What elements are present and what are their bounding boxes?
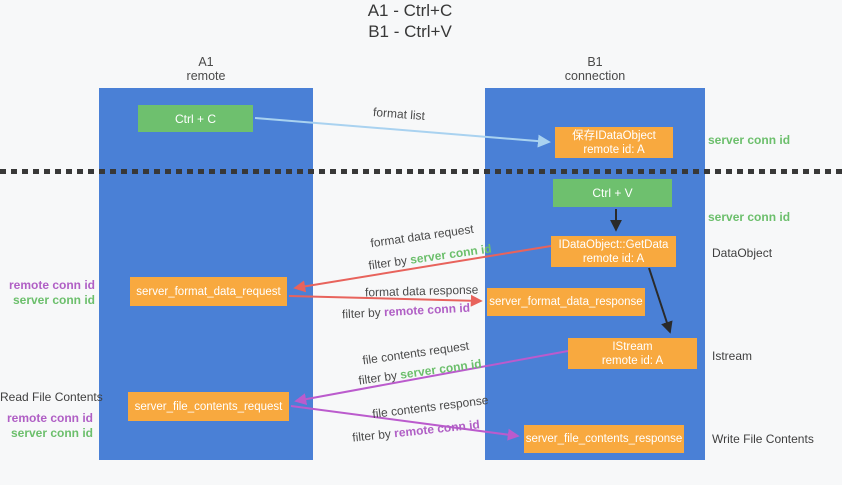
ctrl-v-box: Ctrl + V [553,179,672,207]
file-contents-response-label: file contents response [371,392,490,422]
server-file-contents-response-box: server_file_contents_response [524,425,684,453]
filter-by-text: filter by [357,367,402,388]
filter-by-text: filter by [367,252,412,273]
getdata-line1: IDataObject::GetData [558,238,669,251]
server-conn-id-text: server conn id [409,241,493,267]
server-format-data-request-box: server_format_data_request [130,277,287,306]
file-contents-response-filter-label: filter by remote conn id [352,417,481,444]
ctrl-c-box: Ctrl + C [138,105,253,132]
lifeline-b1-subtitle: connection [564,69,626,83]
dotted-divider-line [0,169,842,174]
save-idataobject-line2: remote id: A [583,143,645,156]
lifeline-header-a1: A1 remote [106,55,306,83]
getdata-line2: remote id: A [582,252,645,265]
istream-line1: IStream [612,340,653,353]
lifeline-a1-subtitle: remote [186,69,226,83]
server-format-data-response-box: server_format_data_response [487,288,645,316]
format-data-response-label: format data response [364,282,479,300]
lifeline-header-b1: B1 connection [495,55,695,83]
title-line-1: A1 - Ctrl+C [367,1,453,20]
title-line-2: B1 - Ctrl+V [368,22,452,41]
filter-by-text: filter by [351,426,395,445]
format-data-response-filter-label: filter by remote conn id [342,301,471,322]
istream-box: IStream remote id: A [568,338,697,369]
dataobject-annotation: DataObject [712,246,773,260]
remote-conn-id-text: remote conn id [393,417,481,441]
read-file-contents-annotation: Read File Contents [0,390,103,404]
remote-conn-id-annotation-left-top: remote conn id [8,278,95,292]
server-conn-id-annotation-left-bottom: server conn id [10,426,93,440]
lifeline-b1-name: B1 [587,55,603,69]
diagram-title: A1 - Ctrl+C B1 - Ctrl+V [0,0,820,42]
istream-annotation: Istream [712,349,753,363]
lifeline-a1-name: A1 [198,55,214,69]
write-file-contents-annotation: Write File Contents [712,432,814,446]
save-idataobject-line1: 保存IDataObject [572,129,656,142]
istream-line2: remote id: A [601,354,664,367]
format-list-label: format list [372,104,426,124]
server-conn-id-annotation-left-top: server conn id [12,293,95,307]
save-idataobject-box: 保存IDataObject remote id: A [555,127,673,158]
filter-by-text: filter by [341,305,385,322]
server-conn-id-annotation-mid: server conn id [708,210,791,224]
remote-conn-id-text: remote conn id [383,300,471,320]
server-conn-id-annotation-top: server conn id [708,133,791,147]
server-file-contents-request-box: server_file_contents_request [128,392,289,421]
remote-conn-id-annotation-left-bottom: remote conn id [6,411,93,425]
idataobject-getdata-box: IDataObject::GetData remote id: A [551,236,676,267]
